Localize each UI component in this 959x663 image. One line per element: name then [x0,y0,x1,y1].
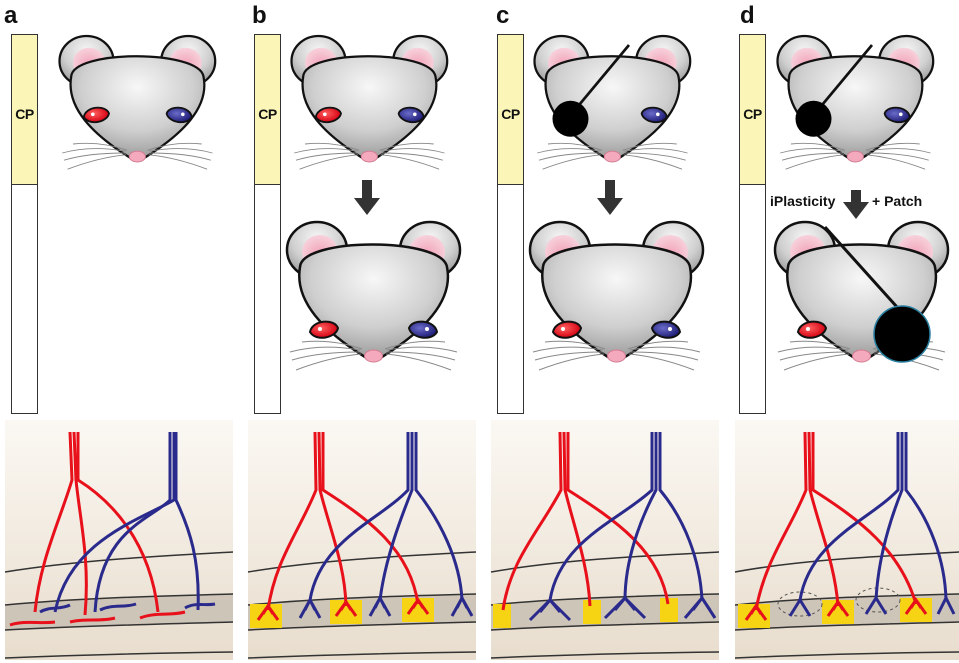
mouse-head-d-young [778,36,934,169]
mouse-head-c-adult [530,222,703,370]
eye-patch [874,306,930,362]
patch-label: + Patch [872,193,922,209]
mouse-head-d-adult [775,222,948,370]
cortex-panel-b [248,420,476,660]
arrow-down-b [354,180,380,215]
mouse-head-a [60,36,216,169]
cortex-panel-c [491,420,719,660]
arrow-down-c [597,180,623,215]
eye-patch [796,101,832,137]
eye-patch [553,101,589,137]
cortex-panel-d [735,420,959,660]
cortex-panel-a [5,420,233,660]
mouse-head-b-young [292,36,448,169]
arrow-down-d [843,190,869,219]
mouse-head-b-adult [287,222,460,370]
mouse-head-c-young [535,36,691,169]
iplasticity-label: iPlasticity [770,193,835,209]
